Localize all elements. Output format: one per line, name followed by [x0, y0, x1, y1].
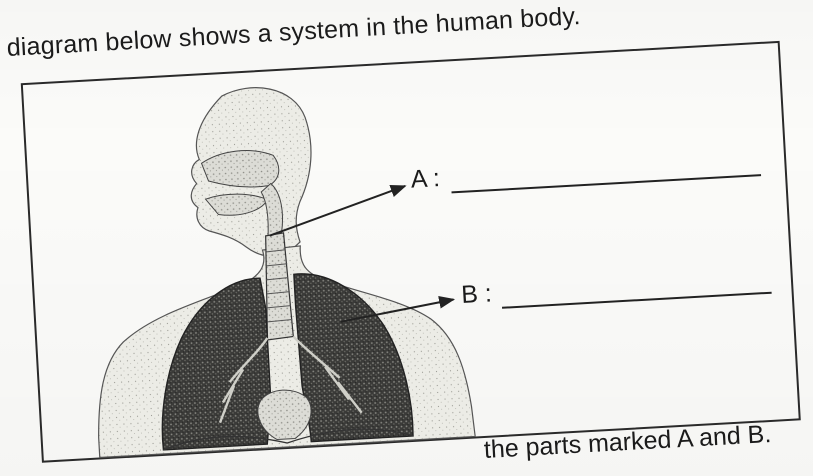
label-a: A :: [410, 164, 441, 195]
label-b: B :: [460, 279, 492, 310]
left-lung: [154, 278, 273, 450]
